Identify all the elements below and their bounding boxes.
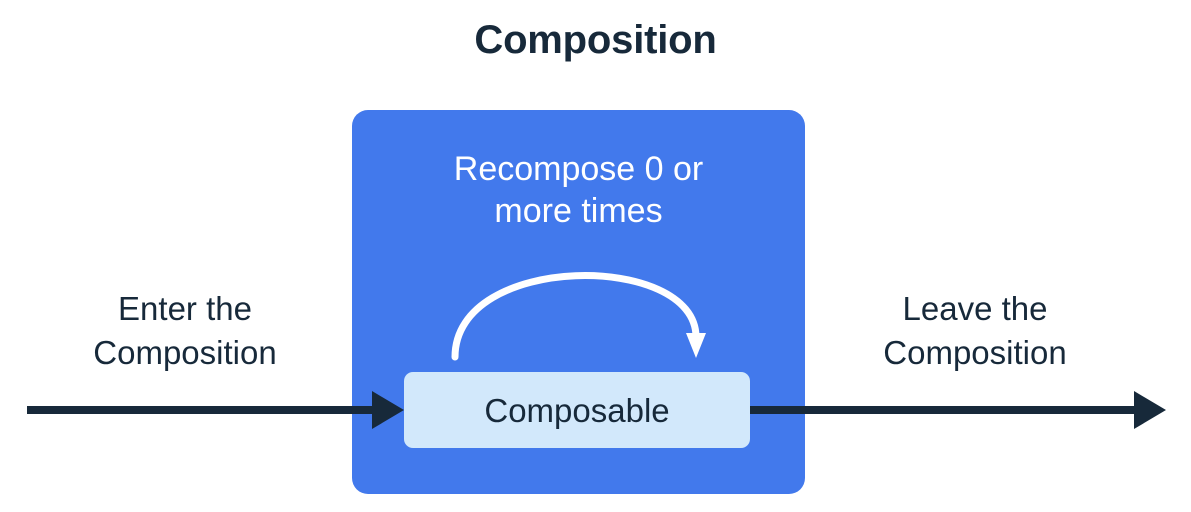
leave-composition-label-line-2: Composition	[883, 334, 1067, 371]
leave-composition-label: Leave the Composition	[830, 287, 1120, 375]
enter-composition-label-line-1: Enter the	[118, 290, 252, 327]
leave-arrow-head-icon	[1134, 391, 1166, 429]
enter-composition-label: Enter the Composition	[40, 287, 330, 375]
leave-composition-arrow	[750, 391, 1166, 429]
recompose-caption: Recompose 0 or more times	[352, 148, 805, 232]
recompose-caption-line-2: more times	[494, 192, 663, 230]
composable-label: Composable	[484, 391, 670, 429]
page-title: Composition	[474, 18, 717, 62]
leave-composition-label-line-1: Leave the	[902, 290, 1048, 327]
enter-composition-arrow	[27, 391, 404, 429]
enter-composition-label-line-2: Composition	[93, 334, 277, 371]
recompose-caption-line-1: Recompose 0 or	[453, 150, 704, 188]
composable-box: Composable	[404, 372, 750, 448]
